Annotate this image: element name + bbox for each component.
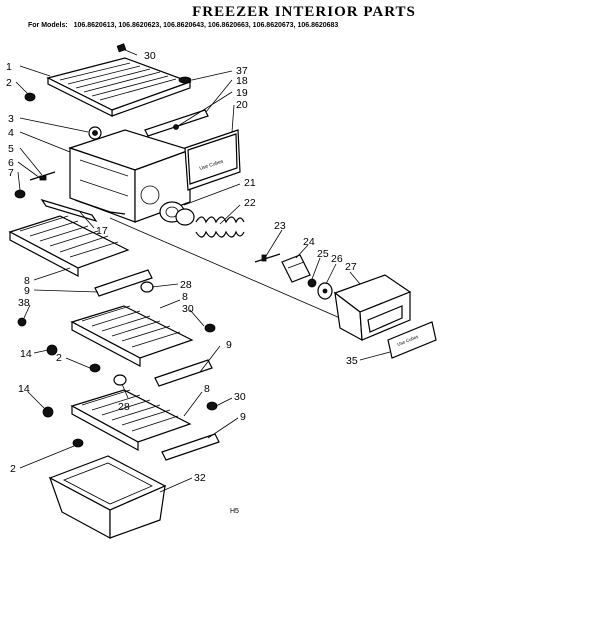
callout-9-upper: 9: [24, 285, 30, 297]
callout-26: 26: [331, 253, 343, 265]
part-cap-28-lower: [113, 374, 127, 386]
part-rail-17: [40, 198, 98, 223]
callout-6: 6: [8, 157, 14, 169]
callout-17: 17: [96, 225, 108, 237]
callout-2-upper: 2: [6, 77, 12, 89]
models-label: For Models:: [28, 22, 68, 29]
part-bushing-3: [88, 126, 102, 140]
callout-1: 1: [6, 61, 12, 73]
callout-7: 7: [8, 167, 14, 179]
part-clip-30-mid: [204, 323, 216, 333]
part-cap-28-upper: [140, 281, 154, 293]
callout-21: 21: [244, 177, 256, 189]
part-pin-23: [254, 253, 281, 263]
callout-28-lower: 28: [118, 401, 130, 413]
callout-27: 27: [345, 261, 357, 273]
part-bearing-21: [159, 201, 195, 226]
callout-2-middle: 2: [56, 352, 62, 364]
callout-8-middle: 8: [182, 291, 188, 303]
callout-30-middle: 30: [182, 303, 194, 315]
part-dispenser-27: [333, 274, 412, 342]
callout-14-lower: 14: [18, 383, 30, 395]
diagram-title: FREEZER INTERIOR PARTS: [192, 4, 416, 20]
leader-lines: [15, 49, 391, 493]
callout-32: 32: [194, 472, 206, 484]
part-bin-32: [48, 455, 167, 540]
part-screw-2-middle: [89, 363, 101, 373]
part-bushing-26: [317, 282, 333, 300]
part-clip-30-top: [116, 43, 127, 53]
part-coupler-24: [281, 254, 311, 283]
part-clip-37: [178, 76, 192, 84]
callout-25: 25: [317, 248, 329, 260]
callout-5: 5: [8, 143, 14, 155]
part-spring-22: [195, 216, 245, 238]
part-clip-30-lower: [206, 401, 218, 411]
callout-4: 4: [8, 127, 14, 139]
callout-23: 23: [274, 220, 286, 232]
part-screw-19: [173, 124, 179, 130]
part-trim-9-lower: [161, 433, 220, 461]
callout-9-lower: 9: [240, 411, 246, 423]
page-code: H5: [230, 508, 239, 515]
part-screw-2-lower: [72, 438, 84, 448]
callout-labels: 1 2 30 37 18 19 20 3 4 5 6 7 17 21 22 23…: [6, 50, 358, 484]
part-trim-9-middle: [154, 359, 213, 387]
callout-30-top: 30: [144, 50, 156, 62]
callout-20: 20: [236, 99, 248, 111]
part-screw-2-upper: [24, 92, 36, 102]
part-wire-shelf-8-middle: [70, 305, 194, 367]
callout-37: 37: [236, 65, 248, 77]
part-wire-shelf-8-lower: [70, 389, 192, 452]
part-label-plate-35: Use Cubes: [387, 321, 437, 359]
callout-8-upper: 8: [24, 275, 30, 287]
callout-38: 38: [18, 297, 30, 309]
model-list: For Models: 106.8620613, 106.8620623, 10…: [28, 22, 338, 29]
callout-14-upper: 14: [20, 348, 32, 360]
callout-28-upper: 28: [180, 279, 192, 291]
part-panel-20: Use Cubes: [184, 129, 241, 191]
callout-3: 3: [8, 113, 14, 125]
part-screw-38: [17, 317, 27, 327]
models-numbers: 106.8620613, 106.8620623, 106.8620643, 1…: [73, 22, 339, 29]
callout-22: 22: [244, 197, 256, 209]
callout-19: 19: [236, 87, 248, 99]
callout-9-middle: 9: [226, 339, 232, 351]
part-washer-25: [307, 278, 317, 288]
part-trim-18-19: [144, 109, 209, 137]
callout-24: 24: [303, 236, 315, 248]
part-trim-9-upper: [94, 269, 153, 297]
callout-2-lower: 2: [10, 463, 16, 475]
part-top-shelf: [46, 57, 192, 117]
callout-30-lower: 30: [234, 391, 246, 403]
part-wire-shelf-8-upper: [8, 215, 130, 277]
part-screw-14-lower: [42, 406, 54, 418]
callout-35: 35: [346, 355, 358, 367]
callout-8-lower: 8: [204, 383, 210, 395]
part-hardware-5-6-7: [14, 171, 56, 199]
callout-18: 18: [236, 75, 248, 87]
